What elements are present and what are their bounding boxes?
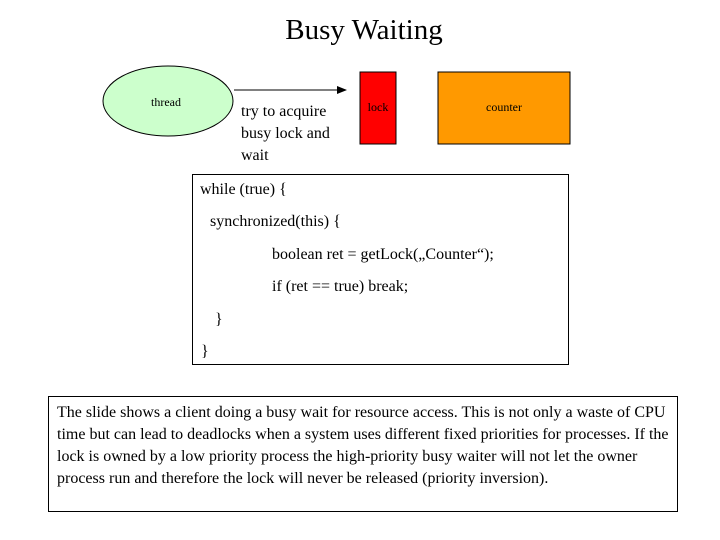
code-box: while (true) { synchronized(this) { bool…	[192, 174, 569, 365]
code-line: if (ret == true) break;	[272, 278, 409, 295]
code-line: while (true) {	[200, 181, 287, 198]
code-line: }	[201, 343, 209, 360]
code-line: boolean ret = getLock(„Counter“);	[272, 246, 494, 263]
counter-label: counter	[486, 100, 522, 114]
counter-box	[437, 71, 571, 145]
code-line: }	[215, 311, 223, 328]
lock-box	[359, 71, 397, 145]
arrow-caption-line: wait	[241, 147, 269, 164]
thread-ellipse	[102, 65, 234, 137]
code-line: synchronized(this) {	[210, 213, 341, 230]
arrow-caption-line: try to acquire	[241, 103, 327, 120]
lock-label: lock	[367, 100, 389, 114]
note-box: The slide shows a client doing a busy wa…	[48, 396, 678, 512]
arrow-caption-line: busy lock and	[241, 125, 330, 142]
arrow-caption: try to acquire busy lock and wait	[241, 101, 361, 167]
slide-title: Busy Waiting	[285, 14, 443, 46]
thread-label: thread	[151, 95, 181, 109]
